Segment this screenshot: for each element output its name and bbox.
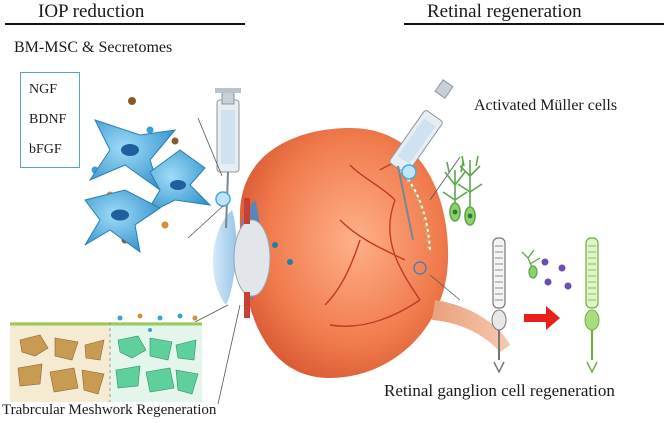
msc-cell xyxy=(143,149,212,217)
factor-bfgf: bFGF xyxy=(29,142,62,157)
retinal-vessels xyxy=(324,149,421,327)
regeneration-arrow xyxy=(524,306,560,330)
syringe-left xyxy=(215,88,241,229)
callout-lines xyxy=(187,117,461,405)
factor-ngf: NGF xyxy=(29,82,58,97)
tm-regenerated-cells xyxy=(115,335,199,395)
heading-retinal-regeneration: Retinal regeneration xyxy=(427,1,582,22)
rgc-damaged xyxy=(491,237,507,374)
muller-cell-small xyxy=(521,249,541,279)
label-rgc-regeneration: Retinal ganglion cell regeneration xyxy=(384,381,615,400)
label-trabecular-regeneration: Trabrcular Meshwork Regeneration xyxy=(1,402,218,418)
label-bm-msc: BM-MSC & Secretomes xyxy=(14,39,173,56)
factor-bdnf: BDNF xyxy=(29,112,67,127)
tm-dots xyxy=(117,313,198,332)
tm-panel xyxy=(10,313,202,402)
msc-cell xyxy=(84,189,161,254)
tm-damaged-cells xyxy=(17,334,105,395)
muller-cells xyxy=(442,155,483,226)
factor-box: NGF BDNF bFGF xyxy=(20,72,80,168)
rgc-regenerated xyxy=(584,237,600,374)
heading-iop-reduction: IOP reduction xyxy=(38,1,145,22)
eyeball xyxy=(213,128,510,378)
label-muller-cells: Activated Müller cells xyxy=(474,97,618,114)
syringe-right xyxy=(389,79,454,241)
factor-dots-right xyxy=(541,258,572,290)
